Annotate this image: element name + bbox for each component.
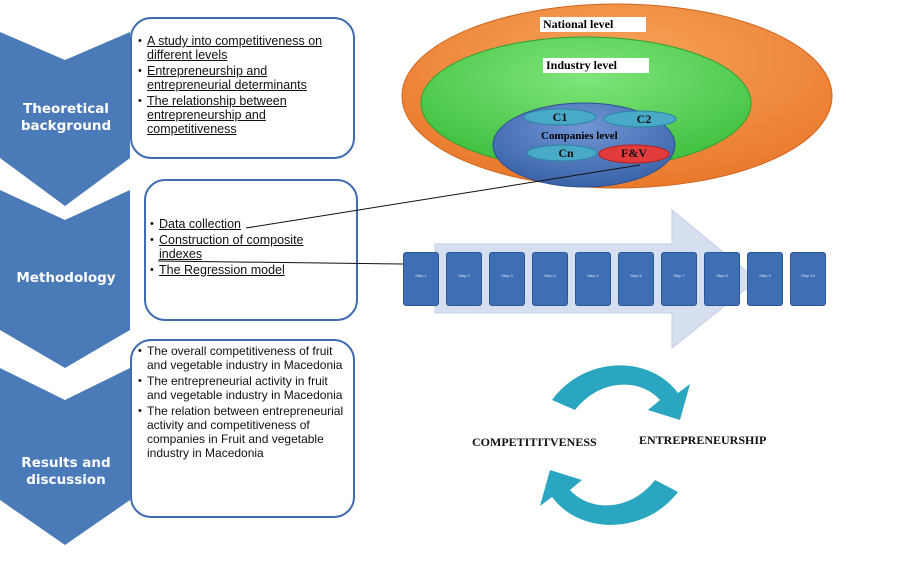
- chevron-theoretical: [0, 32, 130, 206]
- process-step: Step 8: [704, 252, 740, 306]
- chevron-results: [0, 368, 130, 545]
- stage-label-theoretical: Theoretical background: [20, 101, 112, 134]
- process-step: Step 2: [446, 252, 482, 306]
- company-fv-oval: [598, 144, 670, 164]
- process-step: Step 3: [489, 252, 525, 306]
- process-steps: Step 1 Step 2 Step 3 Step 4 Step 5 Step …: [403, 252, 826, 306]
- process-step: Step 1: [403, 252, 439, 306]
- company-c1-label: C1: [552, 110, 568, 124]
- list-item: The entrepreneurial activity in fruit an…: [138, 374, 346, 402]
- process-step: Step 10: [790, 252, 826, 306]
- company-cn-label: Cn: [558, 146, 574, 160]
- list-item: The relationship between entrepreneurshi…: [138, 94, 348, 136]
- list-item: Construction of composite indexes: [150, 233, 329, 261]
- theoretical-items: A study into competitiveness on differen…: [138, 34, 348, 138]
- national-level-label: National level: [540, 17, 646, 32]
- cycle-arrow-top: [552, 365, 690, 420]
- cycle-arrow-bottom: [540, 470, 678, 525]
- stage-label-methodology: Methodology: [16, 270, 116, 286]
- cycle-label-entrepreneurship: ENTREPRENEURSHIP: [639, 433, 767, 447]
- industry-level-label: Industry level: [543, 58, 649, 73]
- list-item: A study into competitiveness on differen…: [138, 34, 348, 62]
- company-c1-oval: [523, 108, 597, 126]
- methodology-items: Data collection Construction of composit…: [150, 217, 350, 279]
- process-step: Step 6: [618, 252, 654, 306]
- process-step: Step 4: [532, 252, 568, 306]
- list-item: The relation between entrepreneurial act…: [138, 404, 346, 460]
- chevron-methodology: [0, 190, 130, 368]
- company-cn-oval: [526, 144, 598, 162]
- process-step: Step 5: [575, 252, 611, 306]
- company-fv-label: F&V: [621, 146, 647, 160]
- process-step: Step 7: [661, 252, 697, 306]
- company-c2-label: C2: [636, 112, 652, 126]
- list-item: The overall competitiveness of fruit and…: [138, 344, 346, 372]
- cycle-label-competitiveness: COMPETITITVENESS: [472, 435, 597, 449]
- list-item: The Regression model: [150, 263, 350, 277]
- results-items: The overall competitiveness of fruit and…: [138, 344, 346, 462]
- process-step: Step 9: [747, 252, 783, 306]
- company-c2-oval: [603, 110, 677, 128]
- list-item: Entrepreneurship and entrepreneurial det…: [138, 64, 348, 92]
- stage-label-results: Results and discussion: [21, 455, 111, 488]
- companies-level-label: Companies level: [541, 130, 618, 142]
- list-item: Data collection: [150, 217, 350, 231]
